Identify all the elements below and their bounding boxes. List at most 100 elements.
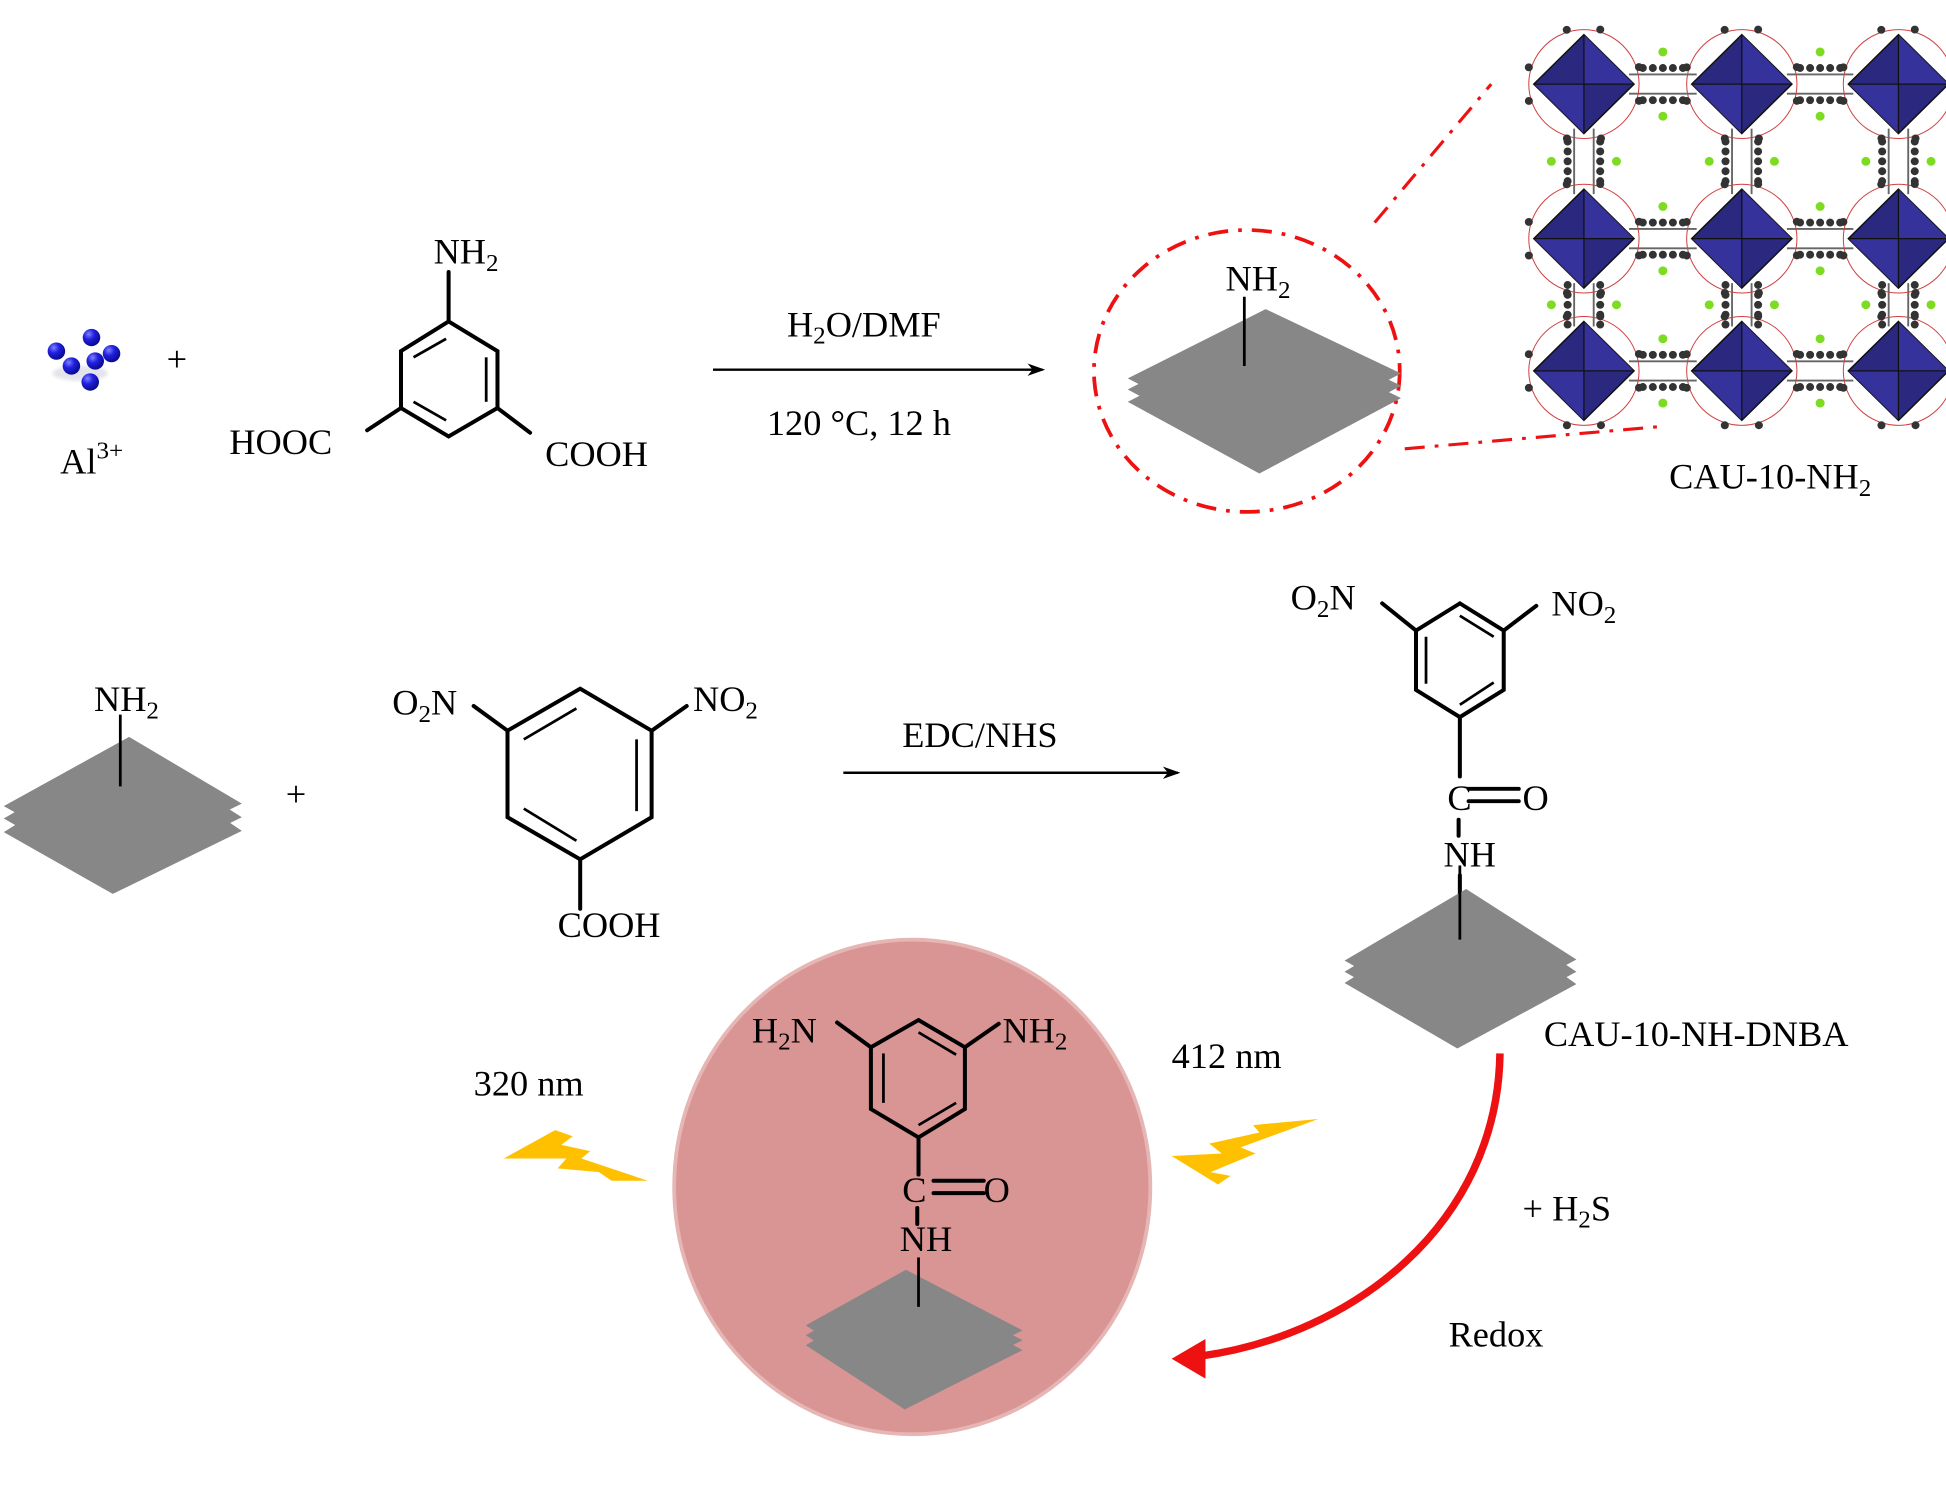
carbon-atom: [1668, 350, 1677, 359]
amino-group-atom: [1861, 156, 1871, 166]
carbon-atom: [1826, 383, 1835, 391]
amino-group-atom: [1815, 334, 1825, 344]
carbon-atom: [1792, 96, 1801, 105]
carbon-atom: [1562, 421, 1571, 430]
carbon-atom: [1877, 289, 1886, 297]
diamino-product-structure: [835, 1018, 1001, 1227]
amino-group-atom: [1658, 334, 1668, 344]
zoom-guide-line-bottom: [1404, 425, 1661, 451]
carbon-atom: [1877, 25, 1886, 34]
carbon-atom: [1806, 383, 1815, 391]
carbon-atom: [1806, 250, 1815, 259]
carbon-atom: [1910, 312, 1919, 321]
carbon-atom: [1524, 97, 1533, 105]
carbon-atom: [1658, 96, 1667, 105]
carbon-atom: [1816, 350, 1825, 359]
amino-group-atom: [1815, 47, 1825, 57]
carbon-atom: [1839, 97, 1848, 105]
al-octahedron-facet: [1533, 370, 1584, 421]
carbon-atom: [1721, 320, 1730, 329]
carbon-atom: [1816, 64, 1825, 72]
carbon-atom: [1648, 64, 1657, 72]
carbon-atom: [1806, 64, 1815, 72]
carbon-atom: [1910, 25, 1919, 34]
o2n-label: O2N: [1291, 578, 1356, 623]
amino-group-atom: [1926, 156, 1936, 166]
carbon-atom: [1563, 147, 1572, 156]
carbon-atom: [1754, 320, 1763, 329]
al-octahedron-facet: [1691, 370, 1742, 421]
excitation-wavelength-label: 412 nm: [1172, 1036, 1282, 1076]
carbon-atom: [1658, 350, 1667, 359]
carbon-atom: [1596, 300, 1605, 309]
nh2-label: NH2: [1002, 1011, 1067, 1056]
carbon-atom: [1562, 180, 1571, 189]
carbon-atom: [1878, 300, 1887, 309]
carbon-atom: [1792, 349, 1801, 358]
carbonyl-oxygen-label: O: [1523, 778, 1549, 818]
carbon-atom: [1648, 383, 1657, 391]
coordination-ring: [1842, 316, 1946, 426]
emission-lightning-icon: [503, 1130, 648, 1181]
carbon-atom: [1721, 147, 1730, 156]
carbon-atom: [1721, 167, 1730, 176]
carbon-atom: [1634, 63, 1643, 72]
carbon-atom: [1754, 421, 1763, 430]
amino-group-atom: [1611, 300, 1622, 310]
excitation-lightning-icon: [1171, 1118, 1319, 1185]
carbon-atom: [1911, 288, 1920, 297]
carbon-atom: [1910, 281, 1919, 289]
amino-group-atom: [1815, 398, 1825, 408]
carbon-atom: [1839, 251, 1848, 260]
no2-label: NO2: [693, 679, 758, 724]
carbon-atom: [1682, 383, 1691, 392]
carbon-atom: [1524, 63, 1533, 72]
carbon-atom: [1562, 25, 1571, 34]
carbon-atom: [1910, 300, 1919, 309]
carbon-atom: [1634, 217, 1643, 226]
carbon-atom: [1720, 289, 1729, 297]
carbon-atom: [1596, 288, 1606, 297]
carbon-atom: [1754, 167, 1763, 176]
carbon-atom: [1682, 63, 1691, 72]
carbonyl-carbon-label: C: [1447, 778, 1471, 818]
carbonyl-carbon-label: C: [902, 1170, 926, 1210]
amino-group-atom: [1815, 111, 1825, 121]
al-octahedron-facet: [1741, 321, 1792, 371]
carbon-atom: [1826, 64, 1835, 72]
o2n-label: O2N: [392, 683, 457, 728]
carbon-atom: [1816, 250, 1825, 259]
amino-group-atom: [1769, 300, 1779, 310]
amino-group-atom: [1611, 156, 1622, 166]
amino-group-label: NH2: [434, 232, 499, 277]
carbon-atom: [1816, 218, 1825, 227]
amide-label: NH: [1444, 835, 1496, 875]
carbon-atom: [1720, 421, 1729, 430]
coupling-reagent-label: EDC/NHS: [902, 715, 1057, 755]
amino-group-atom: [1658, 398, 1668, 408]
amino-group-atom: [1658, 47, 1668, 57]
carbon-atom: [1596, 134, 1606, 143]
al-octahedron-facet: [1583, 189, 1635, 239]
al-ion-spheres-icon: [47, 328, 121, 391]
hooc-label: HOOC: [229, 422, 332, 462]
carbon-atom: [1792, 217, 1801, 226]
carbon-atom: [1910, 167, 1919, 176]
amino-group-atom: [1658, 266, 1668, 276]
carbon-atom: [1816, 383, 1825, 391]
al-octahedron-facet: [1533, 238, 1584, 289]
al-ion-label: Al3+: [60, 438, 123, 482]
carbon-atom: [1839, 383, 1848, 392]
carbon-atom: [1658, 383, 1667, 391]
carbon-atom: [1826, 350, 1835, 359]
plus-sign: +: [167, 339, 187, 379]
amino-group-atom: [1546, 300, 1556, 310]
carbon-atom: [1754, 134, 1763, 143]
mof-sheet-icon: [1344, 865, 1577, 1049]
amino-group-atom: [1861, 300, 1871, 310]
al-octahedron-facet: [1741, 34, 1792, 85]
carbon-atom: [1878, 320, 1887, 329]
carbon-atom: [1878, 167, 1887, 176]
carbon-atom: [1596, 281, 1605, 289]
carbon-atom: [1668, 96, 1677, 105]
